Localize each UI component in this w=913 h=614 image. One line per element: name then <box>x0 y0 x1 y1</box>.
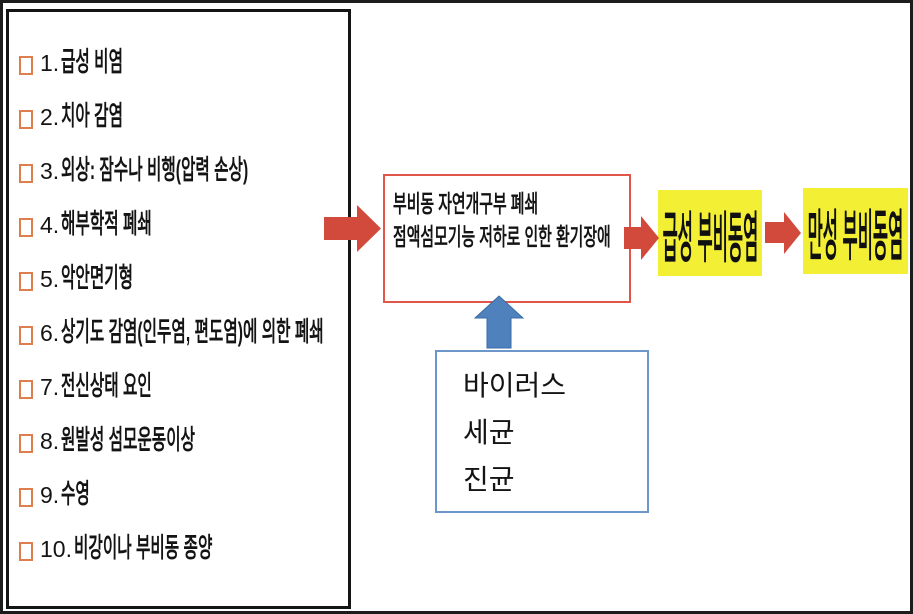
list-item: 3. 외상: 잠수나 비행(압력 손상) <box>19 155 346 212</box>
item-text: 수영 <box>61 479 91 509</box>
list-item: 9. 수영 <box>19 479 346 536</box>
pathogen-virus: 바이러스 <box>463 370 567 401</box>
list-item: 7. 전신상태 요인 <box>19 371 346 428</box>
causes-list: 1. 급성 비염 2. 치아 감염 3. 외상: 잠수나 비행(압력 손상) 4… <box>19 47 346 590</box>
item-text: 급성 비염 <box>61 47 124 77</box>
square-bullet-icon <box>19 164 33 183</box>
pathogen-bacteria: 세균 <box>463 417 515 448</box>
list-item: 6. 상기도 감염(인두염, 편도염)에 의한 폐쇄 <box>19 317 346 374</box>
item-number: 3. <box>40 158 60 184</box>
obstruction-line-2: 점액섬모기능 저하로 인한 환기장애 <box>393 224 611 251</box>
square-bullet-icon <box>19 110 33 129</box>
causes-panel: 1. 급성 비염 2. 치아 감염 3. 외상: 잠수나 비행(압력 손상) 4… <box>6 9 351 609</box>
square-bullet-icon <box>19 326 33 345</box>
item-number: 1. <box>40 50 60 76</box>
square-bullet-icon <box>19 488 33 507</box>
obstruction-box: 부비동 자연개구부 폐쇄 점액섬모기능 저하로 인한 환기장애 <box>383 174 631 303</box>
item-text: 치아 감염 <box>61 101 124 131</box>
item-text: 전신상태 요인 <box>61 371 152 401</box>
square-bullet-icon <box>19 542 33 561</box>
item-text: 외상: 잠수나 비행(압력 손상) <box>61 155 249 185</box>
obstruction-line-1: 부비동 자연개구부 폐쇄 <box>393 191 539 218</box>
item-text: 해부학적 폐쇄 <box>61 209 152 239</box>
item-text: 원발성 섬모운동이상 <box>61 425 196 455</box>
square-bullet-icon <box>19 56 33 75</box>
item-text: 악안면기형 <box>61 263 134 293</box>
list-item: 8. 원발성 섬모운동이상 <box>19 425 346 482</box>
list-item: 1. 급성 비염 <box>19 47 346 104</box>
chronic-sinusitis-box: 만성 부비동염 <box>803 188 908 274</box>
item-number: 10. <box>40 536 72 562</box>
item-number: 5. <box>40 266 60 292</box>
square-bullet-icon <box>19 272 33 291</box>
item-text: 비강이나 부비동 종양 <box>73 533 213 563</box>
pathogen-fungus: 진균 <box>463 464 515 495</box>
item-number: 8. <box>40 428 60 454</box>
item-number: 7. <box>40 374 60 400</box>
item-number: 2. <box>40 104 60 130</box>
chronic-sinusitis-label: 만성 부비동염 <box>807 205 904 267</box>
list-item: 10. 비강이나 부비동 종양 <box>19 533 346 590</box>
pathogen-box: 바이러스 세균 진균 <box>435 350 649 513</box>
square-bullet-icon <box>19 380 33 399</box>
acute-sinusitis-box: 급성 부비동염 <box>658 190 762 276</box>
item-number: 4. <box>40 212 60 238</box>
acute-sinusitis-label: 급성 부비동염 <box>662 207 758 269</box>
list-item: 5. 악안면기형 <box>19 263 346 320</box>
square-bullet-icon <box>19 434 33 453</box>
item-number: 6. <box>40 320 60 346</box>
square-bullet-icon <box>19 218 33 237</box>
list-item: 4. 해부학적 폐쇄 <box>19 209 346 266</box>
item-number: 9. <box>40 482 60 508</box>
list-item: 2. 치아 감염 <box>19 101 346 158</box>
item-text: 상기도 감염(인두염, 편도염)에 의한 폐쇄 <box>61 317 324 347</box>
